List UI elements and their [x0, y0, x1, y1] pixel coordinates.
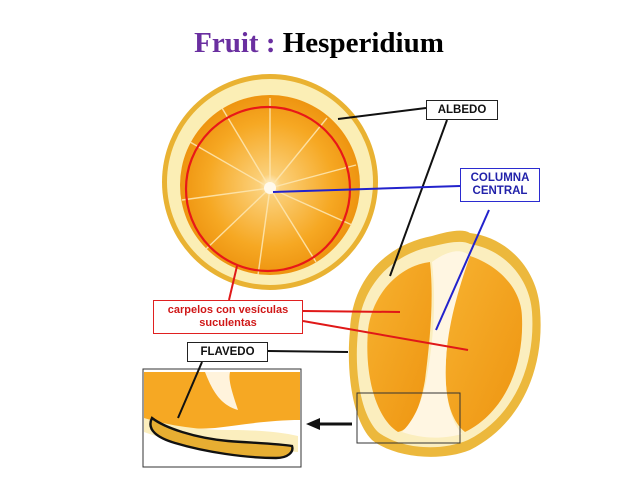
columna-label-line2: CENTRAL: [472, 185, 528, 197]
albedo-pointer-1: [337, 107, 427, 120]
slide-title: Fruit : Hesperidium: [0, 26, 638, 60]
columna-central-label: COLUMNA CENTRAL: [460, 168, 540, 202]
half-pulp-right: [445, 256, 523, 432]
carpel-pointer-1: [228, 265, 238, 301]
albedo-label-text: ALBEDO: [437, 104, 487, 116]
pointer-lines: [177, 107, 490, 419]
zoom-arrow-head: [306, 418, 320, 430]
carpelos-label-line2: suculentas: [199, 317, 257, 329]
flavedo-pointer-1: [267, 350, 349, 353]
inset-column: [205, 372, 238, 410]
carpel-pointer-2: [302, 310, 401, 313]
title-main: Hesperidium: [282, 27, 444, 59]
title-prefix: Fruit :: [194, 27, 276, 59]
orange-half-section: [348, 230, 541, 457]
carpelos-label: carpelos con vesículas suculentas: [153, 300, 303, 334]
zoom-source-box: [356, 392, 461, 444]
column-pointer-2: [435, 209, 490, 331]
column-pointer-1: [272, 185, 461, 193]
carpelos-label-line1: carpelos con vesículas: [167, 304, 289, 316]
segment-lines: [181, 98, 357, 276]
flavedo-label: FLAVEDO: [187, 342, 268, 362]
orange-cross-section: [162, 74, 378, 290]
zoom-detail: [142, 368, 461, 468]
half-pulp-left: [367, 262, 432, 432]
carpel-pointer-3: [302, 320, 469, 351]
albedo-label: ALBEDO: [426, 100, 498, 120]
flavedo-outline: [149, 416, 294, 460]
albedo-pointer-2: [389, 119, 448, 277]
inset-flavedo: [150, 418, 293, 458]
flavedo-pointer-2: [177, 361, 203, 419]
columna-label-line1: COLUMNA: [470, 172, 530, 184]
flavedo-label-text: FLAVEDO: [200, 346, 255, 358]
